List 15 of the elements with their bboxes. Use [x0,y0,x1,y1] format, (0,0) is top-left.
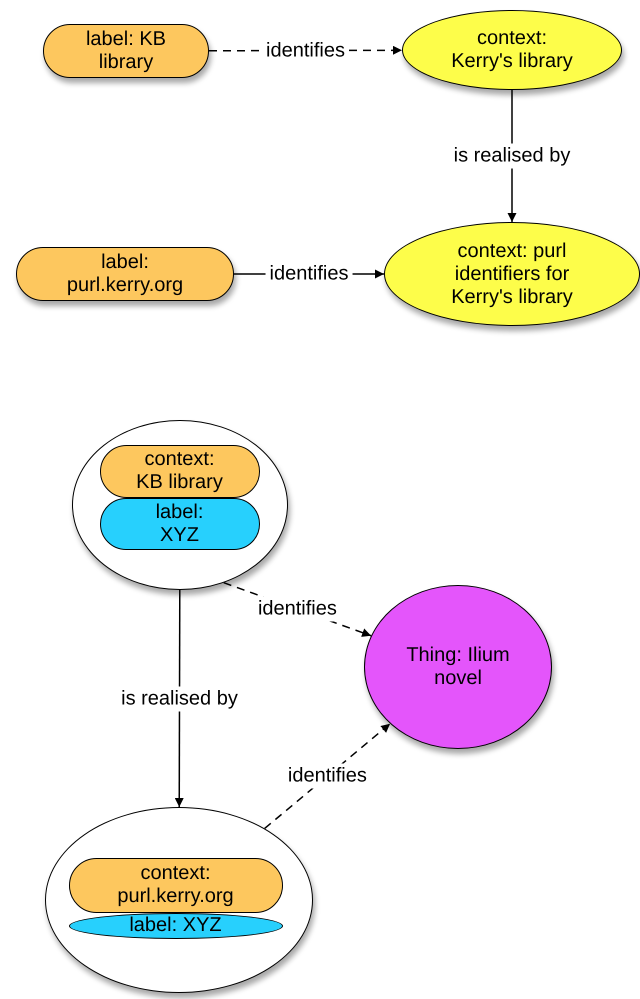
node-label: label: purl.kerry.org [66,251,184,297]
node-label: label: XYZ [154,500,204,546]
node-label: Thing: Ilium novel [405,644,511,690]
node-label: context: purl.kerry.org [116,862,235,908]
node-label: label: XYZ [129,914,222,937]
rounded-box [68,858,282,912]
node-label: context: Kerry's library [450,27,574,73]
rounded-box [16,247,234,301]
arrow [174,590,184,807]
rounded-box [43,24,209,78]
node-label: context: KB library [135,448,224,494]
rounded-box [100,444,260,498]
rounded-box [100,498,260,550]
node-label: context: purl identifiers for Kerry's library [450,240,574,308]
node-label: label: KB library [84,28,168,74]
